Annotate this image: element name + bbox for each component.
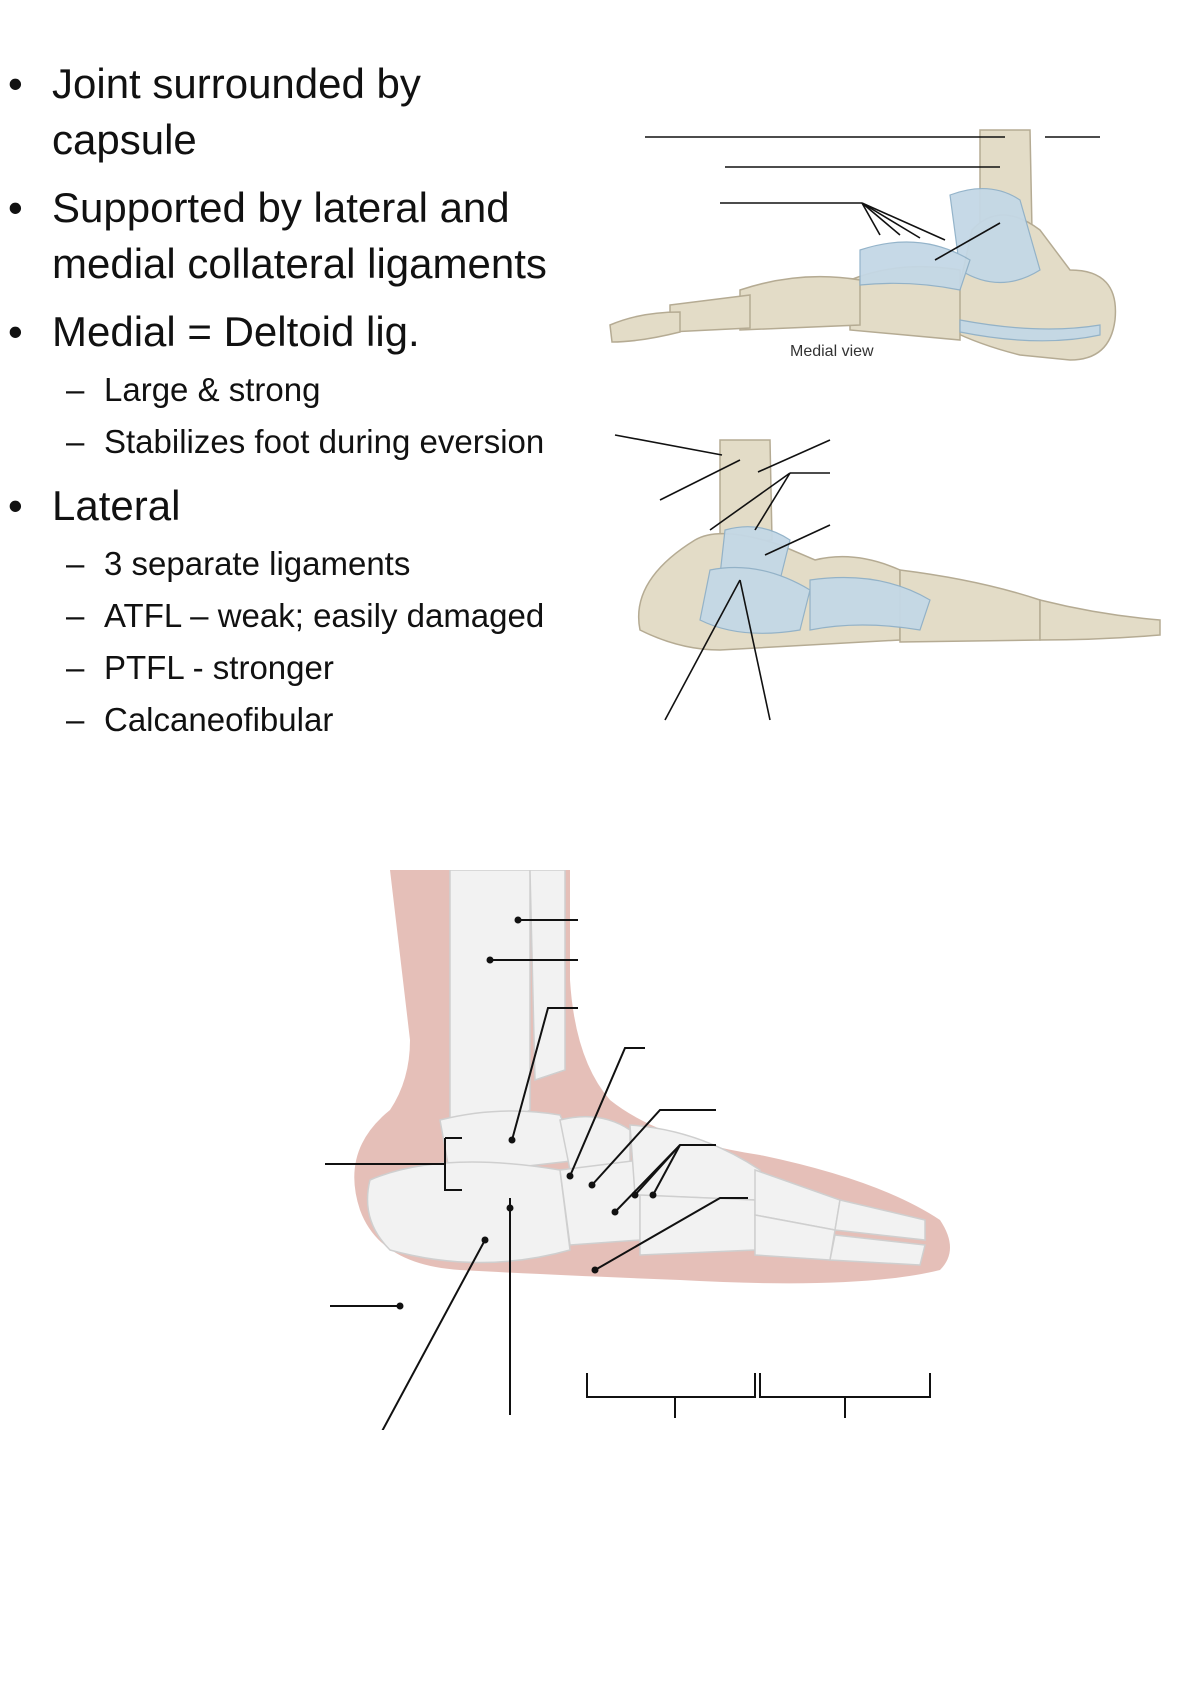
sub-bullet-text: 3 separate ligaments [104, 545, 411, 582]
lateral-view-ankle-illustration [614, 434, 1161, 721]
medial-view-ankle-illustration: Medial view [609, 129, 1117, 361]
bullet-text: Lateral [52, 482, 181, 529]
bones-white [366, 870, 926, 1266]
sub-bullet-text: Calcaneofibular [104, 701, 334, 738]
sub-bullet-text: Stabilizes foot during eversion [104, 423, 545, 460]
sub-bullet-text: Large & strong [104, 371, 321, 408]
bullet-text: medial collateral ligaments [52, 240, 547, 287]
leader-dots-bottom [396, 916, 657, 1310]
bullet-marker: • [8, 482, 23, 529]
ligaments-medial [859, 187, 1101, 342]
bullet-text: capsule [52, 116, 197, 163]
sub-bullet-text: ATFL – weak; easily damaged [104, 597, 545, 634]
sub-bullet-marker: – [66, 649, 85, 686]
bullet-marker: • [8, 184, 23, 231]
bullet-marker: • [8, 60, 23, 107]
bullet-text: Medial = Deltoid lig. [52, 308, 420, 355]
sub-bullet-marker: – [66, 423, 85, 460]
sub-bullet-marker: – [66, 701, 85, 738]
ligaments-lateral [699, 526, 931, 634]
sub-bullet-marker: – [66, 597, 85, 634]
sub-bullet-marker: – [66, 371, 85, 408]
leader-lines-bottom [325, 919, 931, 1430]
bullet-text: Supported by lateral and [52, 184, 510, 231]
leader-lines-medial [645, 136, 1100, 261]
bullet-marker: • [8, 308, 23, 355]
foot-skeleton-diagram [325, 870, 950, 1430]
sub-bullet-marker: – [66, 545, 85, 582]
bullet-text: Joint surrounded by [52, 60, 421, 107]
medial-view-caption: Medial view [790, 343, 874, 360]
bones-medial [609, 129, 1117, 361]
sub-bullet-text: PTFL - stronger [104, 649, 334, 686]
leader-lines-lateral [614, 434, 831, 721]
